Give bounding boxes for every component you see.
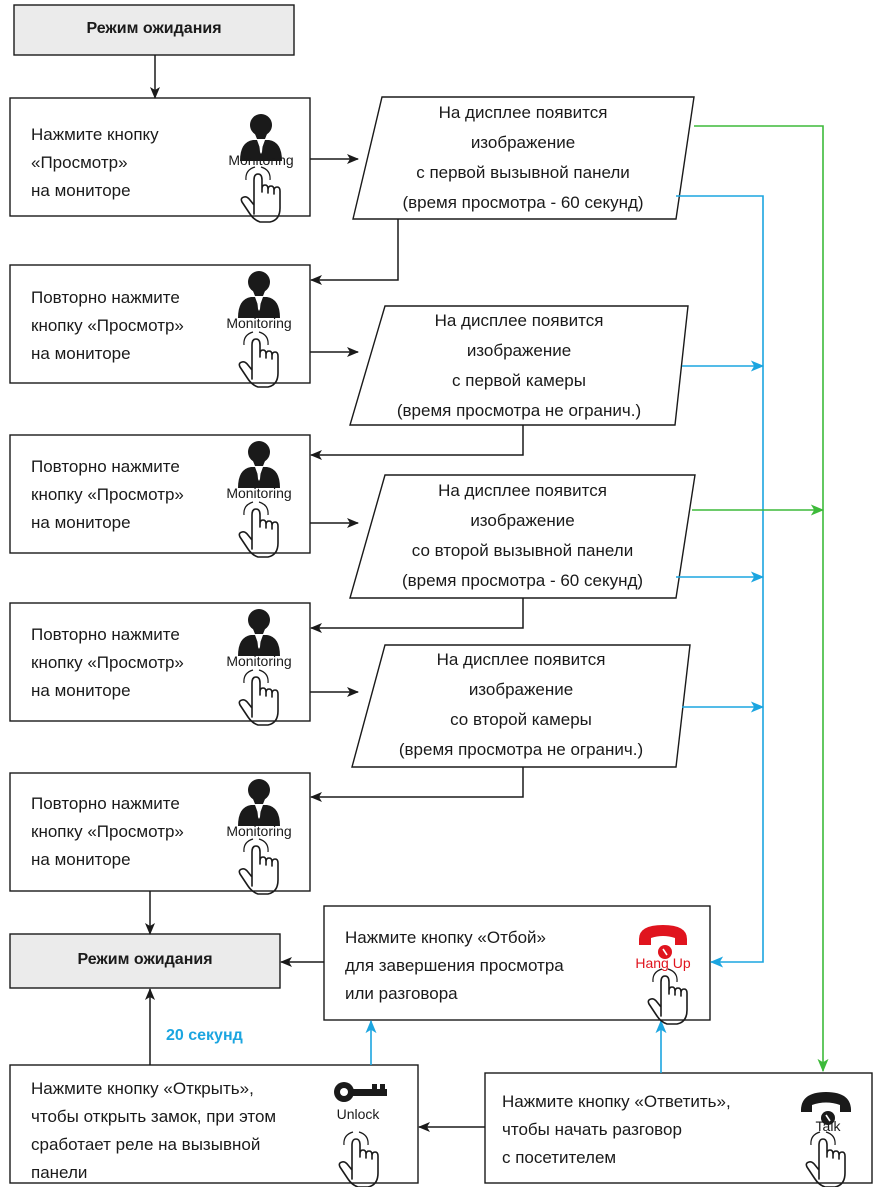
monitor-step-text: Повторно нажмите кнопку «Просмотр» на мо… <box>31 457 184 532</box>
monitor-step-text: Повторно нажмите кнопку «Просмотр» на мо… <box>31 288 184 363</box>
interval-label: 20 секунд <box>166 1027 243 1044</box>
display-text: На дисплее появится изображение со второ… <box>401 481 644 590</box>
display-text: На дисплее появится изображение с первой… <box>396 311 642 420</box>
monitoring-label: Monitoring <box>228 152 294 168</box>
standby-bottom-label: Режим ожидания <box>77 951 213 968</box>
display-text: На дисплее появится изображение с первой… <box>402 103 644 212</box>
dark-connectors <box>145 55 524 1132</box>
standby-top-label: Режим ожидания <box>86 20 222 37</box>
hangup-text: Нажмите кнопку «Отбой» для завершения пр… <box>345 928 564 1003</box>
hang-up-phone-icon <box>639 925 687 959</box>
phone-handset-icon <box>800 1092 852 1125</box>
talk-box <box>484 1072 873 1184</box>
standby-top-box <box>13 4 295 56</box>
unlock-text: Нажмите кнопку «Открыть», чтобы открыть … <box>31 1079 277 1182</box>
blue-connectors <box>365 195 765 1073</box>
monitor-step-text: Повторно нажмите кнопку «Просмотр» на мо… <box>31 625 184 700</box>
monitoring-label: Monitoring <box>226 315 292 331</box>
talk-text: Нажмите кнопку «Ответить», чтобы начать … <box>502 1092 731 1167</box>
display-shape-3 <box>349 474 696 599</box>
monitoring-label: Monitoring <box>226 485 292 501</box>
display-shape-2 <box>349 305 689 426</box>
hang-up-label: Hang Up <box>635 955 691 971</box>
hangup-box <box>323 905 711 1021</box>
talk-label: Talk <box>815 1118 841 1134</box>
monitor-step-text: Повторно нажмите кнопку «Просмотр» на мо… <box>31 794 184 869</box>
unlock-label: Unlock <box>336 1106 380 1122</box>
key-icon <box>334 1082 387 1102</box>
monitor-step-text: Нажмите кнопку «Просмотр» на мониторе <box>31 125 159 200</box>
display-text: На дисплее появится изображение со второ… <box>398 650 644 759</box>
display-shape-1 <box>352 96 695 220</box>
green-connectors <box>692 125 829 1073</box>
display-shape-4 <box>351 644 691 768</box>
monitoring-label: Monitoring <box>226 653 292 669</box>
monitoring-label: Monitoring <box>226 823 292 839</box>
